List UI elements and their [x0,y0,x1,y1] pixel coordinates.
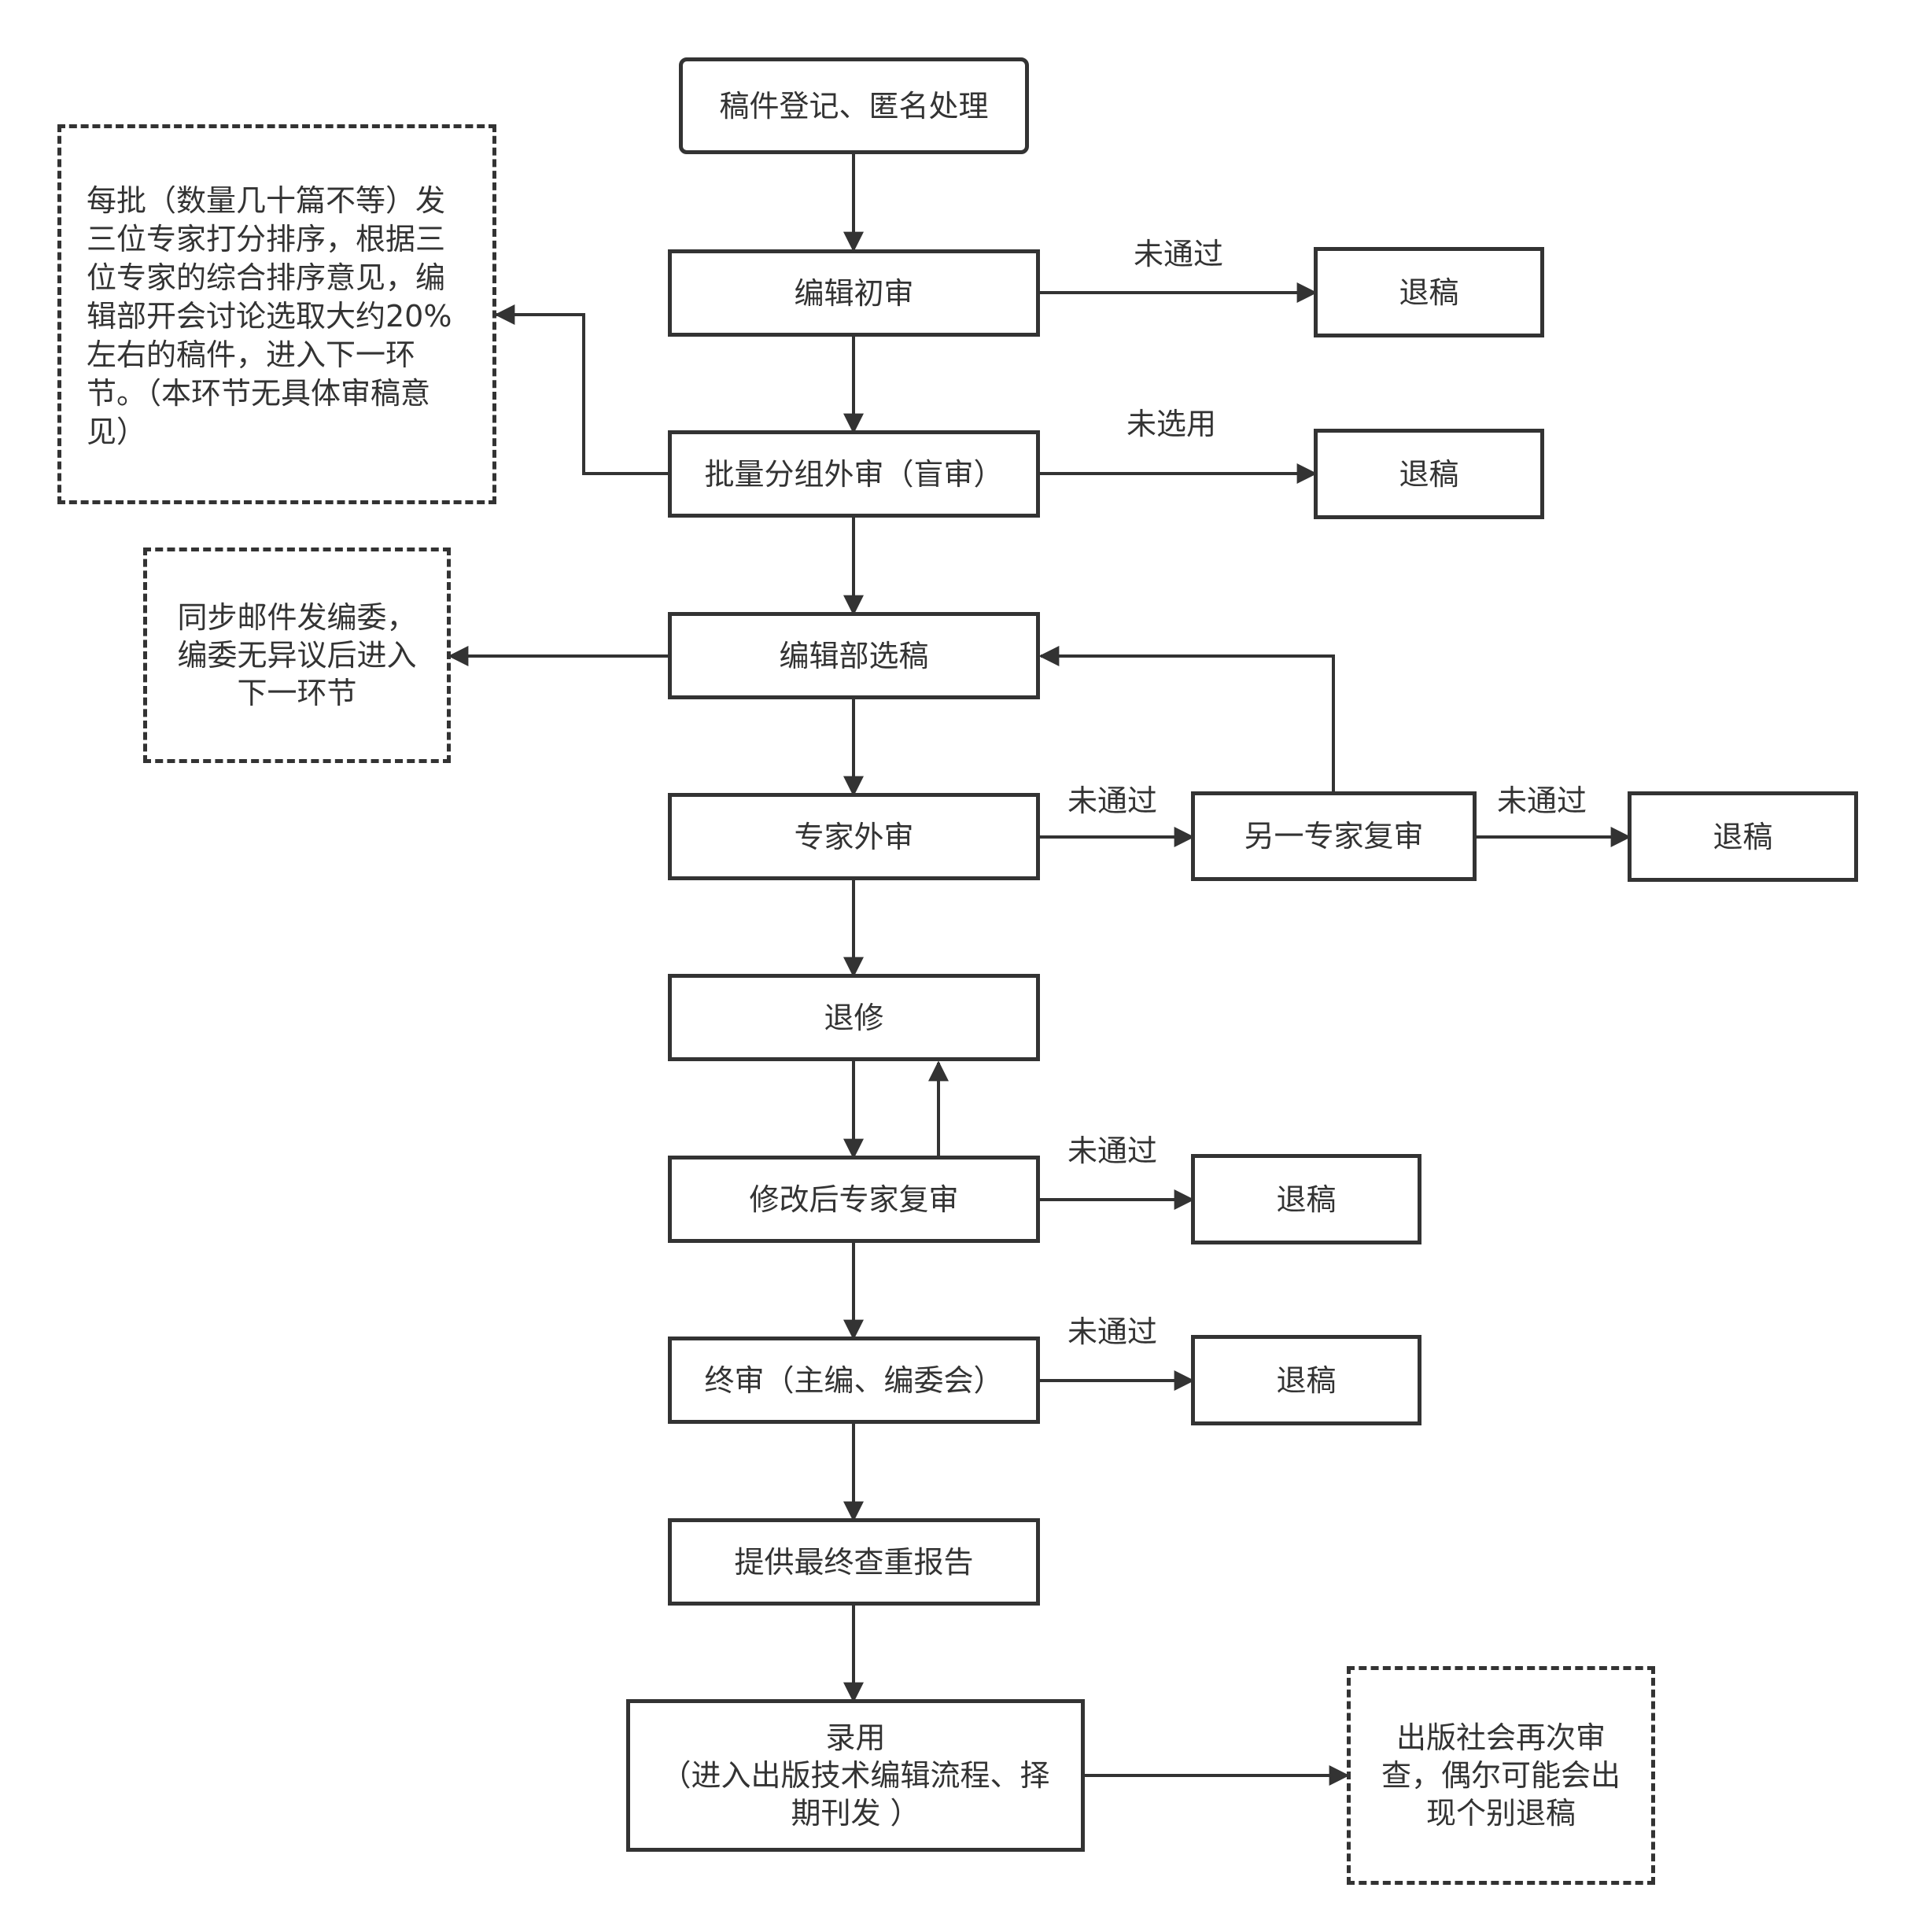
node-revision: 退修 [668,974,1040,1061]
node-department-selection: 编辑部选稿 [668,612,1040,699]
edge-label-expert-fail: 未通过 [1067,783,1158,818]
edge-label-batch-not-selected: 未选用 [1126,407,1217,441]
node-accept: 录用 （进入出版技术编辑流程、择 期刊发 ） [626,1699,1085,1852]
arrow-batch-to-note [494,304,669,475]
edge-label-initial-fail: 未通过 [1134,237,1224,271]
node-batch-external-review: 批量分组外审（盲审） [668,430,1040,518]
node-final-review: 终审（主编、编委会） [668,1337,1040,1424]
node-reject-post-revision: 退稿 [1191,1154,1421,1244]
node-reject-batch: 退稿 [1314,429,1544,519]
edge-label-post-revision-fail: 未通过 [1067,1134,1158,1168]
note-publisher-review: 出版社会再次审 查，偶尔可能会出 现个别退稿 [1347,1666,1655,1885]
edge-label-final-fail: 未通过 [1067,1314,1158,1349]
note-editorial-committee: 同步邮件发编委， 编委无异议后进入 下一环节 [143,548,451,763]
note-batch-review: 每批（数量几十篇不等）发 三位专家打分排序，根据三 位专家的综合排序意见，编 辑… [57,124,496,504]
edge-label-another-fail: 未通过 [1497,783,1587,818]
node-reject-another-expert: 退稿 [1628,791,1858,882]
node-reject-initial: 退稿 [1314,247,1544,337]
node-plagiarism-report: 提供最终查重报告 [668,1518,1040,1606]
node-reject-final: 退稿 [1191,1335,1421,1425]
node-editor-initial-review: 编辑初审 [668,249,1040,337]
node-post-revision-review: 修改后专家复审 [668,1156,1040,1243]
node-register: 稿件登记、匿名处理 [679,57,1029,154]
arrow-another-to-select [1038,646,1335,793]
node-another-expert-review: 另一专家复审 [1191,791,1477,881]
node-expert-external-review: 专家外审 [668,793,1040,880]
